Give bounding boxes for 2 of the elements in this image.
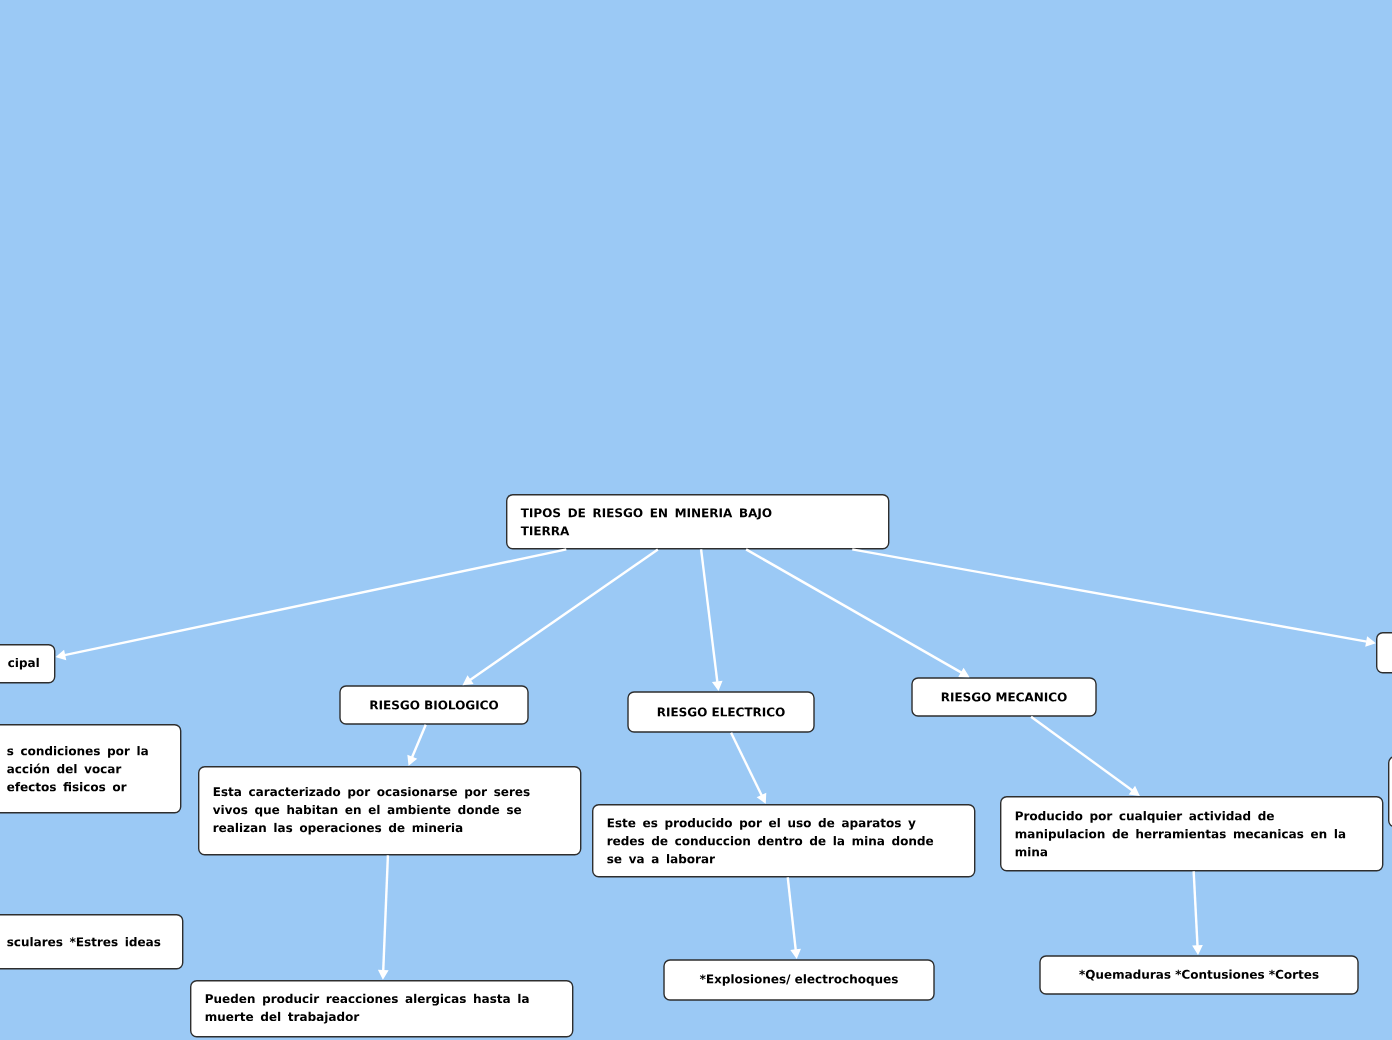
topic-box xyxy=(1376,632,1392,674)
arrow xyxy=(1030,715,1140,796)
